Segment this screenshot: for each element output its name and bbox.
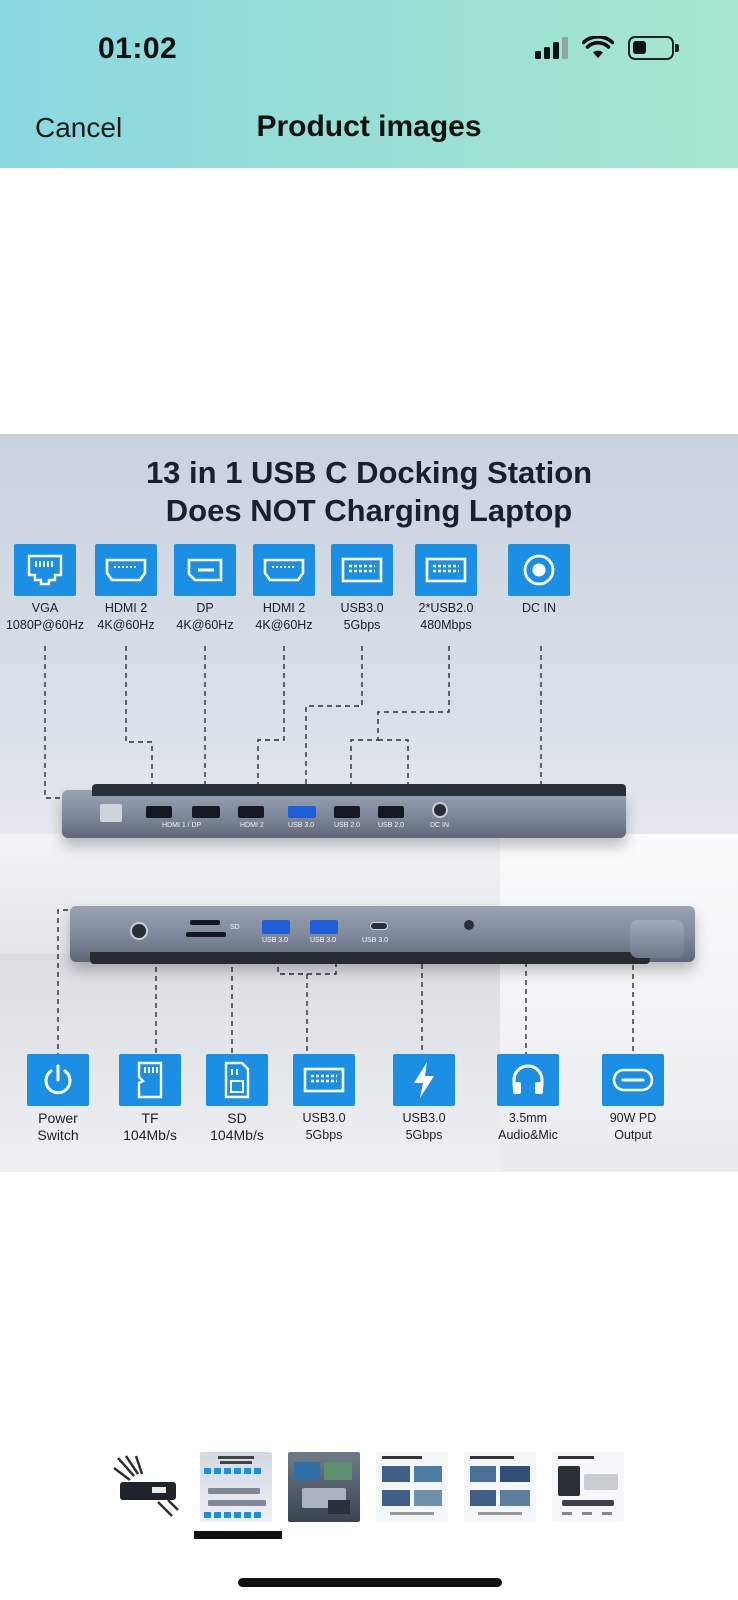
tf-card-icon	[119, 1054, 181, 1106]
hdmi-icon	[253, 544, 315, 596]
product-image-title: 13 in 1 USB C Docking Station Does NOT C…	[145, 455, 593, 528]
thumbnail-6[interactable]	[552, 1452, 624, 1522]
top-bar: 01:02 Cancel Product images	[0, 0, 738, 168]
cancel-button[interactable]: Cancel	[35, 112, 123, 143]
power-icon	[27, 1054, 89, 1106]
thumbnail-3[interactable]	[288, 1452, 360, 1522]
dock-rear-view: HDMI 1 / DP HDMI 2 USB 3.0 USB 2.0 USB 2…	[62, 784, 626, 838]
ethernet-icon	[14, 544, 76, 596]
home-indicator[interactable]	[238, 1578, 502, 1587]
dock-front-view: SD USB 3.0 USB 3.0 USB 3.0	[70, 906, 695, 964]
status-time: 01:02	[98, 32, 178, 65]
thumbnail-5[interactable]	[464, 1452, 536, 1522]
cellular-signal-icon	[535, 37, 568, 59]
sd-card-icon	[206, 1054, 268, 1106]
thumbnail-4[interactable]	[376, 1452, 448, 1522]
dc-in-icon	[508, 544, 570, 596]
product-image[interactable]: 13 in 1 USB C Docking Station Does NOT C…	[0, 434, 738, 1172]
usb-a-icon	[331, 544, 393, 596]
lightning-icon	[393, 1054, 455, 1106]
usb-c-icon	[602, 1054, 664, 1106]
thumbnail-2-selected[interactable]	[200, 1452, 272, 1522]
displayport-icon	[174, 544, 236, 596]
hdmi-icon	[95, 544, 157, 596]
battery-icon	[628, 36, 679, 60]
wifi-icon	[582, 36, 614, 58]
page-title: Product images	[256, 110, 482, 143]
status-icons	[535, 36, 679, 60]
usb-a-icon	[415, 544, 477, 596]
usb-a-icon	[293, 1054, 355, 1106]
thumbnail-1[interactable]	[112, 1452, 184, 1522]
selected-thumbnail-indicator	[194, 1531, 282, 1539]
thumbnail-strip	[112, 1452, 624, 1522]
port-dc-in: DC IN	[494, 544, 584, 617]
headphones-icon	[497, 1054, 559, 1106]
